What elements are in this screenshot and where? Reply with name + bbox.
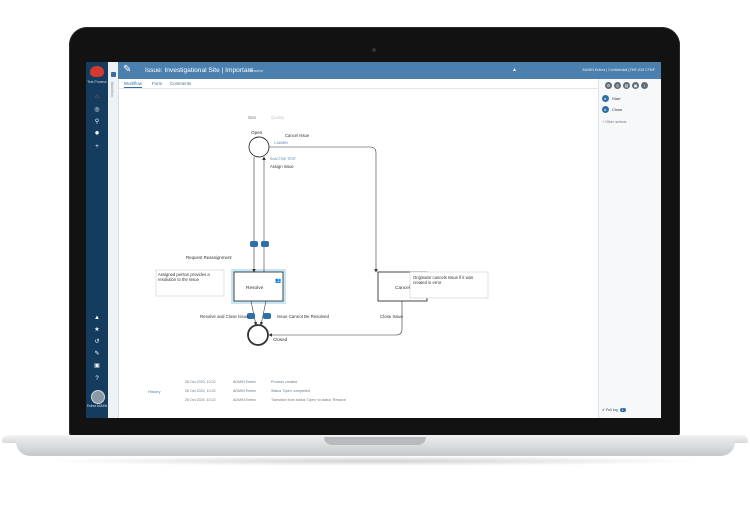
user-icon: ▲ (512, 67, 517, 73)
label-assign-role: IN ACTIVE TEST (270, 157, 296, 161)
laptop-notch (324, 437, 426, 445)
transition-badge[interactable] (247, 313, 255, 319)
history-icon[interactable]: ↺ (94, 339, 100, 345)
strip-tab-icon[interactable] (111, 72, 116, 77)
search-icon[interactable]: ⚲ (94, 119, 100, 125)
transition-badge[interactable] (263, 313, 271, 319)
compass-icon[interactable]: ◎ (94, 107, 100, 113)
action-close-label: Close (612, 107, 623, 112)
history-date: 26 Oct 2020, 10:22 (185, 389, 216, 393)
edge-close-issue (268, 301, 403, 337)
laptop-base (16, 438, 735, 456)
history-date: 26 Oct 2020, 10:22 (185, 398, 216, 402)
laptop-shadow (40, 456, 710, 466)
header-user-info[interactable]: ADMIN Entrez | Confidential (TMF-019 CTM… (582, 68, 655, 72)
avatar[interactable] (91, 390, 105, 404)
diagram-header-right: Quality (271, 115, 285, 120)
edge-resolve-close-b (259, 300, 267, 326)
workflow-side-strip: Workflow (108, 62, 119, 418)
state-resolve[interactable] (233, 271, 284, 302)
other-actions-label: Other actions (605, 120, 627, 124)
label-request-reassignment: Request Reassignment (186, 255, 232, 260)
transition-badge[interactable] (261, 241, 269, 247)
history-event: Process created (271, 380, 297, 384)
history-user: ADMIN Entrez (233, 380, 256, 384)
transition-badge[interactable] (250, 241, 258, 247)
camera (372, 48, 376, 52)
label-cancel-issue: Cancel Issue (285, 133, 310, 138)
state-resolve-label: Resolve (246, 285, 264, 291)
calendar-icon[interactable]: ▣ (94, 363, 100, 369)
play-icon: ▸ (602, 95, 609, 102)
print-icon[interactable]: ▤ (623, 82, 630, 89)
history-event: Transition from status 'Open' to status … (271, 398, 347, 402)
note-originator (409, 271, 489, 299)
brush-icon[interactable]: ✎ (94, 351, 100, 357)
diagram-header-left: Gen (248, 115, 257, 120)
lock-icon[interactable]: ▣ (632, 82, 639, 89)
clock-icon[interactable]: ◷ (614, 82, 621, 89)
star-icon[interactable]: ★ (94, 327, 100, 333)
note-assigned-person-text: Assigned person provides a resolution to… (158, 272, 210, 283)
history-event: Status 'Open' completed (271, 389, 310, 393)
label-resolve-and-close: Resolve and Close Issue (200, 314, 249, 319)
history-user: ADMIN Entrez (233, 398, 256, 402)
state-closed-label: Closed (273, 337, 288, 342)
graduation-icon[interactable]: ▲ (94, 315, 100, 321)
home-icon[interactable]: ⌂ (95, 94, 99, 100)
info-icon[interactable]: i (641, 82, 648, 89)
app-screen: Test Process ⌂ ◎ ⚲ ✹ + ▲ ★ ↺ ✎ ▣ ? Entre… (86, 62, 661, 418)
left-nav: Test Process ⌂ ◎ ⚲ ✹ + ▲ ★ ↺ ✎ ▣ ? Entre… (86, 62, 108, 418)
edge-resolve-close-a (250, 300, 258, 326)
right-panel: ⚙ ◷ ▤ ▣ i ▸ Start ▸ Close + Other action… (598, 79, 661, 418)
tab-comments[interactable]: Comments (170, 81, 192, 86)
tab-bar: Workflow Form Comments (118, 79, 598, 89)
pencil-icon[interactable]: ✎ (123, 64, 132, 75)
page-header: ✎ Issue: Investigational Site | Importan… (118, 62, 661, 79)
plus-icon[interactable]: + (95, 144, 99, 150)
settings-icon[interactable]: ⚙ (605, 82, 612, 89)
app-logo[interactable] (90, 66, 104, 77)
current-status: Resolve (249, 68, 264, 73)
tab-form[interactable]: Form (152, 81, 163, 86)
close-icon: ▸ (602, 106, 609, 113)
brand-label: Test Process (87, 80, 107, 84)
action-start-label: Start (612, 96, 621, 101)
strip-label: Workflow (110, 82, 114, 97)
page-title: Issue: Investigational Site | Important (145, 67, 254, 74)
user-name: Entrez ADMIN (86, 404, 108, 408)
history-date: 26 Oct 2020, 10:22 (185, 380, 216, 384)
state-cancel-label: Cancel (395, 285, 410, 291)
state-closed[interactable] (247, 324, 269, 346)
label-assign-issue: Assign Issue (270, 164, 294, 169)
tab-workflow[interactable]: Workflow (124, 81, 142, 88)
label-close-issue: Close Issue (380, 314, 403, 319)
note-assigned-person (155, 269, 225, 297)
other-actions-link[interactable]: + Other actions (602, 120, 627, 124)
help-icon[interactable]: ? (95, 376, 99, 382)
history-label: History (148, 389, 161, 394)
label-cannot-be-resolved: Issue Cannot Be Resolved (277, 314, 330, 319)
footer-count-badge: 1 (619, 408, 626, 412)
workflow-diagram: Gen Quality Open Closed Resolve 👥 Cancel… (155, 115, 489, 346)
gear-icon[interactable]: ✹ (94, 131, 100, 137)
label-cancel-issue-role: 1 ADMIN (274, 141, 288, 145)
people-icon: 👥 (275, 278, 281, 284)
footer-label: Full log (606, 408, 618, 412)
state-open-label: Open (251, 130, 263, 135)
state-open[interactable] (248, 136, 270, 158)
edge-cancel-issue (269, 146, 378, 273)
note-originator-text: Originator cancels Issue if it was creat… (413, 275, 474, 286)
history-user: ADMIN Entrez (233, 389, 256, 393)
